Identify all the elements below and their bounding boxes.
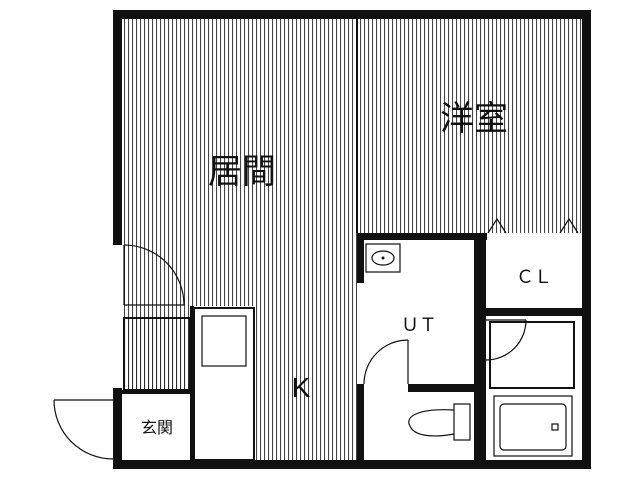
room-label-kitchen: K [292,372,311,403]
outer-walls [113,10,591,469]
closet-doors [487,217,579,234]
wall-top [113,10,591,19]
wall-closet-bottom [474,308,583,316]
bathtub-icon [489,321,575,457]
closet-door-right [559,217,579,234]
kitchen-sink [201,315,247,367]
entrance-step [123,317,191,391]
interior-walls [122,18,583,460]
entry-step-floor [124,318,192,394]
western-room-floor [357,18,583,233]
door-swing-icon [53,399,114,460]
toilet-icon [408,403,471,441]
door-swing-icon [123,244,185,306]
plain-rooms [124,240,583,460]
entrance-area [124,394,192,460]
door-swing-icon [485,319,527,361]
wall-entrance-right [190,306,194,460]
wall-entrance-top [122,390,192,394]
wall-toilet-top [408,384,474,392]
closet-area [486,240,583,308]
wall-utility-right [474,233,486,460]
room-label-entrance: 玄関 [141,418,173,437]
room-label-utility: ＵＴ [401,315,437,335]
wall-bottom [113,460,591,469]
door-swing-icon [363,339,409,385]
room-label-western: 洋室 [440,99,508,139]
wall-left-upper [113,10,122,245]
wall-left-lower [113,388,122,469]
wall-utility-top [357,233,487,240]
closet-door-left [487,217,507,234]
kitchen-counter [193,307,255,461]
wash-basin-icon [365,243,401,273]
utility-room-area [364,240,474,384]
kitchen-counter-area [192,306,256,460]
toilet-room-area [364,392,474,460]
room-label-closet: ＣＬ [516,267,552,287]
wall-right [582,10,591,469]
wall-utility-left-bottom [357,384,364,460]
room-label-living: 居間 [208,152,276,192]
wall-utility-left-top [357,233,364,283]
